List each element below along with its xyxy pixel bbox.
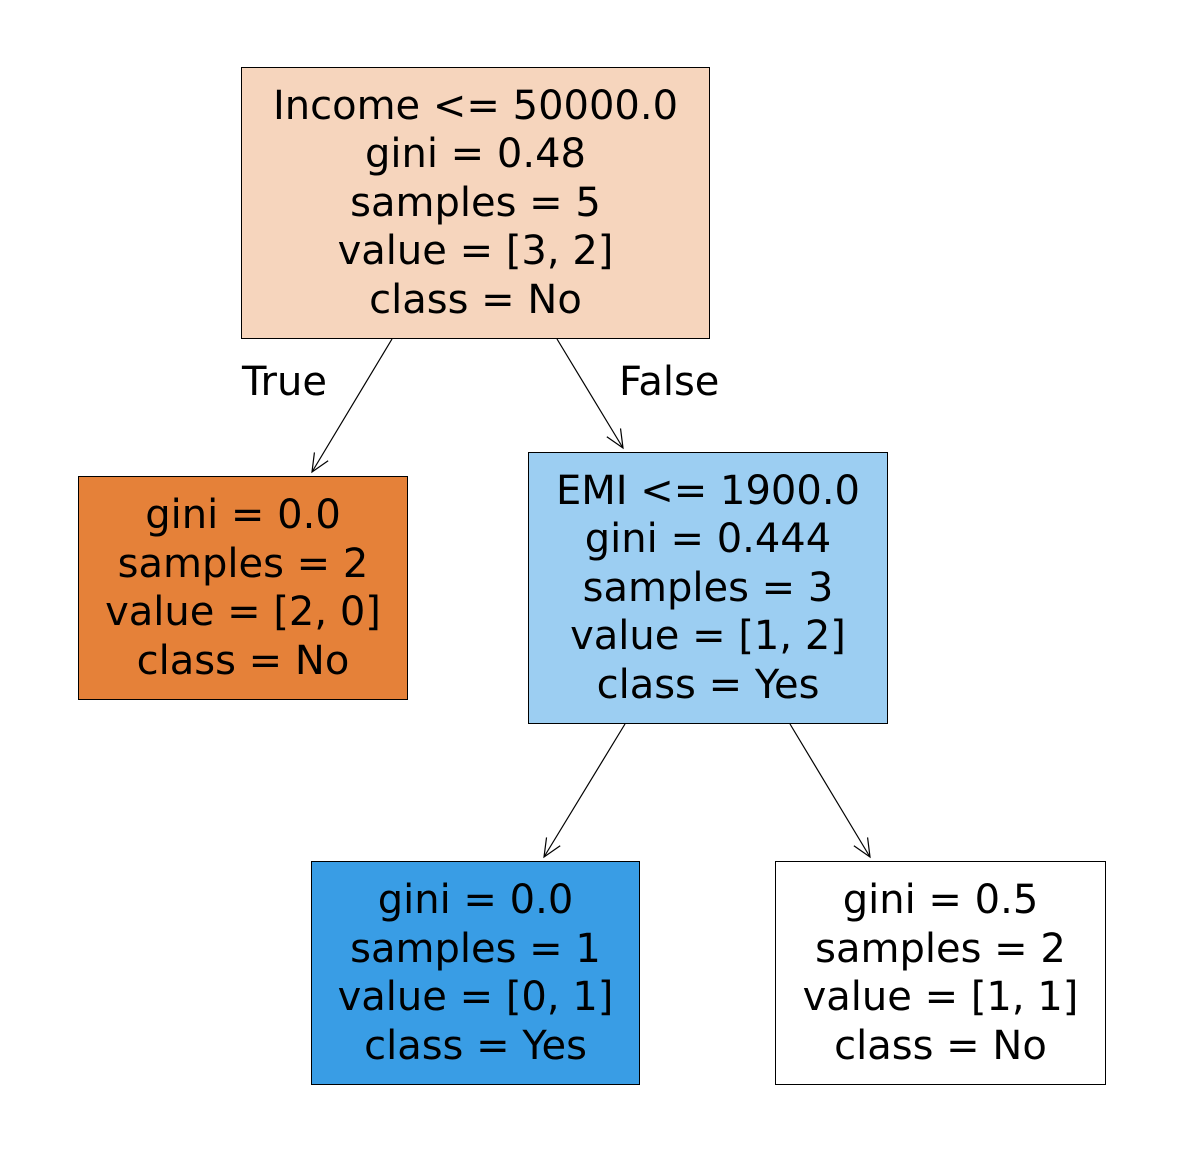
tree-node-left-leaf: gini = 0.0 samples = 2 value = [2, 0] cl… — [78, 476, 408, 700]
node-value: value = [3, 2] — [337, 228, 614, 275]
node-gini: gini = 0.5 — [842, 877, 1039, 923]
node-samples: samples = 1 — [350, 925, 601, 972]
node-gini: gini = 0.444 — [584, 516, 832, 563]
node-value: value = [2, 0] — [105, 589, 381, 635]
tree-node-right-right-leaf: gini = 0.5 samples = 2 value = [1, 1] cl… — [775, 861, 1106, 1085]
node-class: class = Yes — [364, 1022, 587, 1069]
edge-right-to-right-left — [543, 723, 626, 859]
edge-right-to-right-right — [789, 723, 871, 859]
node-gini: gini = 0.0 — [145, 492, 341, 538]
tree-node-right-left-leaf: gini = 0.0 samples = 1 value = [0, 1] cl… — [311, 861, 640, 1085]
node-class: class = No — [369, 276, 582, 323]
node-condition: Income <= 50000.0 — [272, 82, 679, 129]
node-gini: gini = 0.48 — [365, 131, 586, 178]
edge-root-to-left — [311, 338, 393, 474]
node-class: class = Yes — [596, 661, 820, 708]
node-value: value = [0, 1] — [337, 974, 614, 1020]
node-samples: samples = 5 — [350, 179, 601, 226]
node-value: value = [1, 2] — [570, 613, 846, 660]
node-value: value = [1, 1] — [802, 974, 1079, 1020]
tree-node-root: Income <= 50000.0 gini = 0.48 samples = … — [241, 67, 710, 339]
node-samples: samples = 3 — [582, 564, 834, 611]
node-class: class = No — [136, 637, 350, 684]
edge-label-false: False — [619, 359, 720, 405]
tree-node-right-split: EMI <= 1900.0 gini = 0.444 samples = 3 v… — [528, 452, 888, 724]
edge-root-to-right — [556, 338, 624, 450]
node-samples: samples = 2 — [815, 925, 1066, 972]
node-samples: samples = 2 — [117, 540, 369, 587]
node-class: class = No — [834, 1022, 1047, 1069]
node-condition: EMI <= 1900.0 — [555, 467, 860, 514]
edge-label-true: True — [242, 359, 327, 405]
node-gini: gini = 0.0 — [377, 877, 574, 923]
